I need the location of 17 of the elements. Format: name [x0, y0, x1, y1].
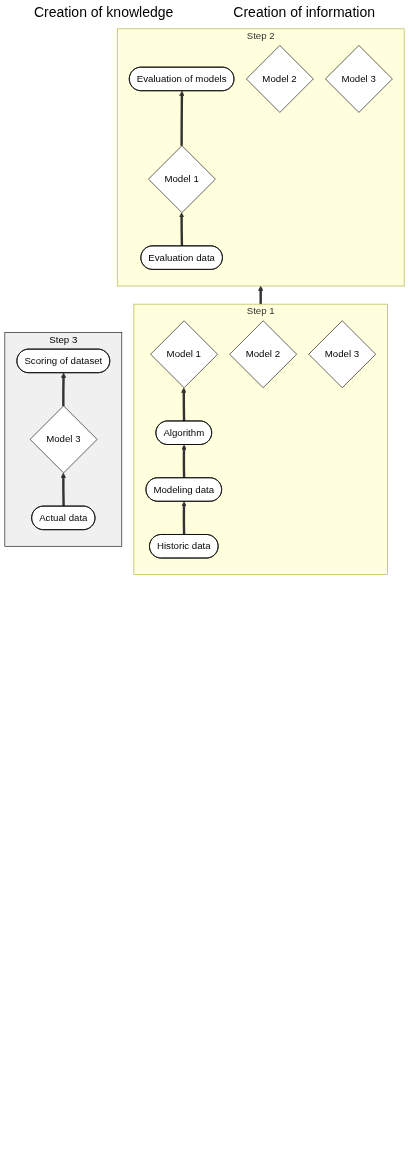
arrow — [179, 90, 185, 146]
arrow — [60, 372, 67, 406]
note-text: Creation of knowledge — [34, 4, 174, 20]
arrow — [60, 472, 66, 507]
arrow — [258, 285, 264, 305]
arrow — [181, 444, 187, 479]
node-diamond: Model 3 — [308, 320, 377, 389]
node-diamond: Model 1 — [148, 145, 216, 213]
node-diamond: Model 3 — [325, 45, 393, 113]
note-text: Creation of information — [233, 4, 375, 20]
arrow — [181, 501, 187, 535]
node-diamond: Model 2 — [246, 45, 314, 113]
arrow — [178, 212, 185, 247]
arrow — [181, 387, 187, 422]
node-diamond: Model 1 — [150, 320, 218, 389]
node-diamond: Model 2 — [229, 320, 297, 389]
node-diamond: Model 3 — [29, 405, 98, 474]
